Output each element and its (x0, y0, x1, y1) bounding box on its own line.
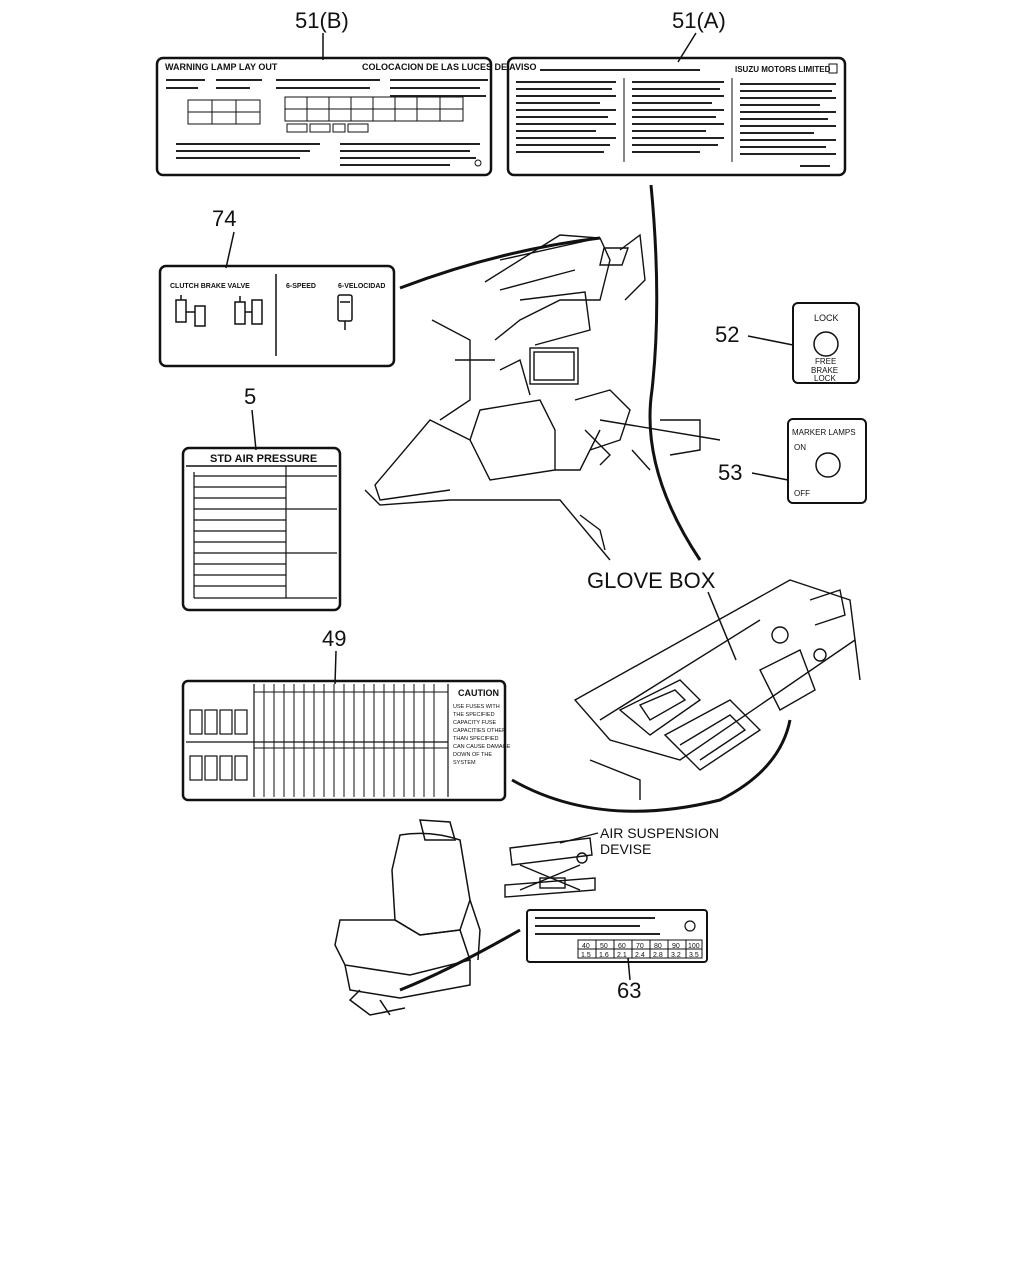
callout-51a: 51(A) (672, 8, 726, 33)
decal-53-knob (815, 452, 841, 478)
decal-5-title: STD AIR PRESSURE (210, 453, 317, 465)
decal-74: 74 CLUTCH BRAKE VALVE 6-SPEED 6-VELOCIDA… (158, 206, 396, 368)
shifter-icon (337, 294, 353, 330)
svg-text:2.8: 2.8 (653, 952, 663, 959)
decal-74-right-label: 6-VELOCIDAD (338, 283, 385, 290)
valve-icon-2 (234, 296, 263, 325)
callout-51b: 51(B) (295, 8, 349, 33)
glove-box-label: GLOVE BOX (587, 568, 716, 593)
decal-51b-frame (155, 56, 493, 177)
decal-53-off: OFF (794, 489, 810, 498)
connector-lines (399, 719, 792, 992)
leader-52 (747, 335, 794, 346)
decal-53-title: MARKER LAMPS (792, 428, 856, 437)
leader-53 (751, 472, 789, 481)
glove-box-assembly: GLOVE BOX (573, 568, 861, 800)
decal-63-frame (526, 909, 708, 963)
decal-49-fuse-icons (189, 709, 248, 781)
svg-text:100: 100 (688, 943, 700, 950)
svg-text:THAN SPECIFIED: THAN SPECIFIED (453, 736, 499, 742)
callout-52: 52 (715, 322, 739, 347)
svg-text:USE FUSES WITH: USE FUSES WITH (453, 704, 500, 710)
valve-icon-1 (175, 295, 206, 327)
decal-53: 53 MARKER LAMPS ON OFF (718, 418, 867, 504)
svg-text:THE SPECIFIED: THE SPECIFIED (453, 712, 495, 718)
decal-52-knob (813, 331, 839, 357)
decal-51a-text-lines (516, 81, 836, 167)
leader-5 (251, 409, 257, 451)
decal-51a: 51(A) ISUZU MOTORS LIMITED (506, 8, 847, 177)
decal-49-frame (181, 679, 507, 802)
svg-text:80: 80 (654, 943, 662, 950)
callout-74: 74 (212, 206, 236, 231)
decal-63: 40 50 60 70 80 90 100 1.5 1.6 2.1 2.4 2.… (526, 909, 708, 1003)
svg-text:1.6: 1.6 (599, 952, 609, 959)
callout-53: 53 (718, 460, 742, 485)
decal-51b-bottom-lines (176, 143, 480, 166)
decal-63-table (577, 939, 703, 959)
decal-51b-lamp-grid (284, 96, 464, 133)
decal-51b-small-table (187, 99, 261, 125)
svg-text:CAPACITIES OTHER: CAPACITIES OTHER (453, 728, 506, 734)
leader-74 (225, 231, 235, 269)
air-suspension-illustration (504, 837, 596, 898)
callout-63: 63 (617, 978, 641, 1003)
svg-text:SYSTEM: SYSTEM (453, 760, 476, 766)
seat-illustration (334, 819, 481, 1016)
svg-text:70: 70 (636, 943, 644, 950)
decal-52-bottom1: FREE (815, 357, 836, 366)
glove-box-illustration (573, 579, 861, 800)
decal-5-frame (181, 446, 342, 612)
leader-49 (334, 650, 337, 685)
decal-49: 49 (181, 626, 511, 802)
svg-text:1.5: 1.5 (581, 952, 591, 959)
decal-52-bottom2: BRAKE (811, 366, 838, 375)
decal-63-row1: 40 50 60 70 80 90 100 (582, 943, 700, 950)
decal-53-frame (787, 418, 867, 504)
cab-interior-illustration (364, 184, 721, 561)
decal-49-columns (254, 684, 448, 797)
svg-text:CAN CAUSE DAMAGE: CAN CAUSE DAMAGE (453, 744, 511, 750)
air-suspension-label-1: AIR SUSPENSION (600, 825, 719, 841)
glove-box-leader (707, 591, 737, 661)
leader-63 (627, 957, 631, 981)
svg-text:2.4: 2.4 (635, 952, 645, 959)
decal-49-caution: CAUTION (458, 688, 499, 698)
decal-53-on: ON (794, 443, 806, 452)
svg-text:3.5: 3.5 (689, 952, 699, 959)
decal-52: 52 LOCK FREE BRAKE LOCK (715, 302, 860, 384)
svg-text:90: 90 (672, 943, 680, 950)
decal-51a-corner-box (828, 63, 838, 74)
svg-text:CAPACITY FUSE: CAPACITY FUSE (453, 720, 497, 726)
decal-74-frame (158, 264, 396, 368)
decal-74-left-label: CLUTCH BRAKE VALVE (170, 283, 250, 290)
svg-text:DOWN OF THE: DOWN OF THE (453, 752, 492, 758)
decal-52-top: LOCK (814, 313, 839, 323)
decal-49-caution-lines: USE FUSES WITH THE SPECIFIED CAPACITY FU… (453, 704, 511, 766)
decal-51b-title-es: COLOCACION DE LAS LUCES DE AVISO (362, 62, 537, 72)
svg-text:3.2: 3.2 (671, 952, 681, 959)
callout-5: 5 (244, 384, 256, 409)
callout-49: 49 (322, 626, 346, 651)
svg-text:2.1: 2.1 (617, 952, 627, 959)
decal-52-frame (792, 302, 860, 384)
svg-text:50: 50 (600, 943, 608, 950)
decal-51a-frame (506, 56, 847, 177)
decal-51b-mark (474, 159, 482, 167)
decal-51b-text-lines (166, 79, 488, 97)
decal-51b-title: WARNING LAMP LAY OUT (165, 62, 278, 72)
air-suspension-device: AIR SUSPENSION DEVISE (504, 825, 719, 898)
decal-74-mid-label: 6-SPEED (286, 283, 316, 290)
decal-52-bottom3: LOCK (814, 374, 836, 383)
decal-5: 5 STD AIR PRESSURE (181, 384, 342, 612)
decal-51b: 51(B) WARNING LAMP LAY OUT COLOCACION DE… (155, 8, 537, 177)
svg-text:60: 60 (618, 943, 626, 950)
decal-5-rows (194, 475, 337, 599)
svg-text:40: 40 (582, 943, 590, 950)
decal-51a-brand: ISUZU MOTORS LIMITED (735, 65, 831, 74)
air-suspension-label-2: DEVISE (600, 841, 651, 857)
decal-63-row2: 1.5 1.6 2.1 2.4 2.8 3.2 3.5 (581, 952, 699, 959)
